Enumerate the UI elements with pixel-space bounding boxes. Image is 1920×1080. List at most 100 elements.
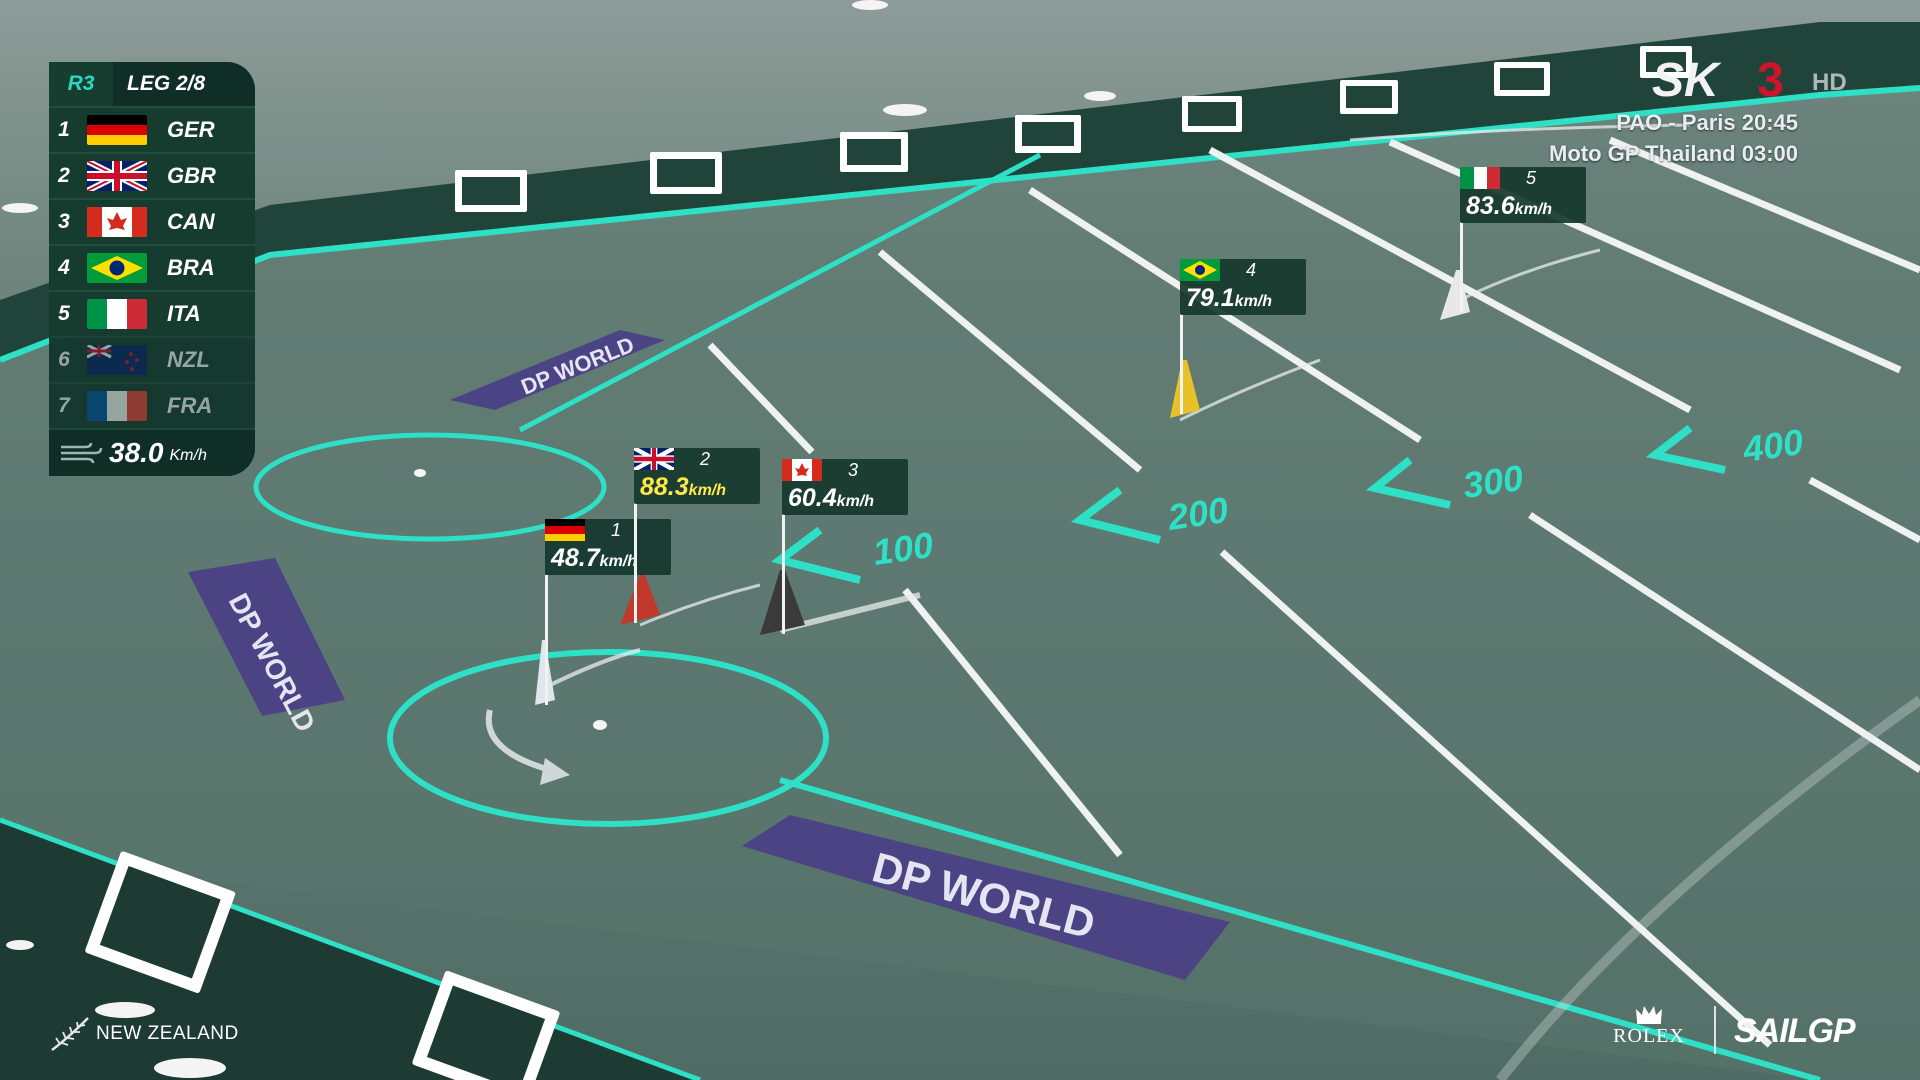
boat-tag-pole	[1180, 314, 1183, 414]
location-badge: NEW ZEALAND	[50, 1016, 239, 1052]
ticker-line: Moto GP Thailand 03:00	[1549, 141, 1798, 166]
silver-fern-icon	[51, 1017, 89, 1051]
leaderboard-row: 7 FRA	[49, 382, 255, 428]
boat-speed-value: 48.7	[551, 544, 600, 572]
boat-speed-value: 83.6	[1466, 192, 1515, 220]
boat-tag-5: 5 83.6km/h	[1460, 167, 1586, 223]
course-boundary-far	[0, 22, 1920, 360]
boat-tag-3: 3 60.4km/h	[782, 459, 908, 515]
channel-logo-sk: SK	[1652, 54, 1722, 104]
course-boundary-line-near	[0, 817, 701, 1080]
rounding-arrow-icon	[485, 709, 551, 773]
row-position: 4	[58, 256, 70, 279]
boat-speed: 88.3km/h	[640, 473, 726, 502]
boat-speed-unit: km/h	[599, 553, 638, 570]
wind-icon	[61, 442, 103, 464]
row-position: 6	[58, 348, 70, 371]
boat-speed-unit: km/h	[1234, 293, 1273, 310]
distance-label-400: 400	[1739, 421, 1805, 470]
boat-position: 1	[611, 520, 622, 540]
uk-flag-icon	[634, 448, 674, 470]
row-team-code: CAN	[167, 209, 215, 234]
crown-icon	[1636, 1006, 1662, 1024]
leaderboard-header: R3 LEG 2/8	[49, 62, 255, 106]
row-team-code: ITA	[167, 301, 201, 326]
row-position: 3	[58, 210, 70, 233]
new-zealand-flag-icon	[87, 345, 147, 375]
wind-speed-unit: Km/h	[169, 447, 207, 464]
boat-speed-unit: km/h	[688, 482, 727, 499]
leaderboard-row: 5 ITA	[49, 290, 255, 336]
boat-tag-pole	[634, 503, 637, 623]
boat-tag-pole	[545, 575, 548, 705]
row-team-code: FRA	[167, 393, 213, 418]
race-number: R3	[49, 62, 113, 106]
wind-speed-value: 38.0	[109, 437, 164, 468]
row-position: 5	[58, 302, 70, 325]
mark-circle-bottom	[387, 649, 829, 827]
course-boundary-line-right	[779, 777, 1821, 1080]
course-area	[0, 90, 1920, 1080]
boat-position: 2	[700, 449, 711, 469]
boat-tag-1: 1 48.7km/h	[545, 519, 671, 575]
leaderboard-row: 1 GER	[49, 106, 255, 152]
germany-flag-icon	[87, 115, 147, 145]
boat-speed-value: 88.3	[640, 473, 689, 501]
rolex-wordmark: ROLEX	[1613, 1025, 1685, 1047]
rolex-logo: ROLEX	[1604, 1003, 1694, 1059]
canada-flag-icon	[87, 207, 147, 237]
boat-speed: 60.4km/h	[788, 484, 874, 513]
france-flag-icon	[87, 391, 147, 421]
distance-label-100: 100	[870, 524, 935, 573]
channel-logo: SK 3 HD	[1652, 54, 1847, 104]
row-position: 1	[58, 118, 70, 141]
boat-position: 4	[1246, 260, 1257, 280]
lane-lines	[707, 136, 1920, 1048]
leaderboard: R3 LEG 2/8 1 GER 2 GBR 3 CAN 4	[49, 62, 255, 476]
spectator-boats	[2, 0, 1116, 1078]
brazil-flag-icon	[1180, 259, 1220, 281]
boat-speed: 79.1km/h	[1186, 284, 1272, 313]
row-team-code: GER	[167, 117, 215, 142]
brand-divider	[1714, 1006, 1716, 1054]
boat-speed-unit: km/h	[1514, 201, 1553, 218]
sailgp-logo: SAILGP	[1734, 1012, 1856, 1050]
leaderboard-row: 2 GBR	[49, 152, 255, 198]
canada-flag-icon	[782, 459, 822, 481]
row-team-code: BRA	[167, 255, 215, 280]
boat-position: 5	[1526, 168, 1537, 188]
boat-speed-unit: km/h	[836, 493, 875, 510]
distance-label-300: 300	[1460, 457, 1525, 506]
leaderboard-row: 4 BRA	[49, 244, 255, 290]
boat-speed: 48.7km/h	[551, 544, 637, 573]
row-team-code: NZL	[167, 347, 210, 372]
boat-tag-pole	[782, 514, 785, 634]
ticker-line: PAO - Paris 20:45	[1616, 110, 1798, 135]
germany-flag-icon	[545, 519, 585, 541]
boat-tag-2: 2 88.3km/h	[634, 448, 760, 504]
row-team-code: GBR	[167, 163, 216, 188]
boat-speed: 83.6km/h	[1466, 192, 1552, 221]
channel-logo-3: 3	[1757, 54, 1784, 104]
location-name: NEW ZEALAND	[96, 1023, 239, 1044]
boat-speed-value: 60.4	[788, 484, 837, 512]
brazil-flag-icon	[87, 253, 147, 283]
start-line	[518, 152, 1042, 433]
leaderboard-row: 6 NZL	[49, 336, 255, 382]
italy-flag-icon	[87, 299, 147, 329]
distance-labels: 100 200 300 400	[870, 421, 1805, 573]
boat-tag-pole	[1460, 222, 1463, 312]
italy-flag-icon	[1460, 167, 1500, 189]
row-position: 2	[58, 164, 70, 187]
boat-position: 3	[848, 460, 859, 480]
row-position: 7	[58, 394, 70, 417]
wind-speed-row: 38.0 Km/h	[49, 428, 255, 476]
boundary-sponsor-boards	[85, 46, 1692, 1080]
boat-tag-4: 4 79.1km/h	[1180, 259, 1306, 315]
leaderboard-row: 3 CAN	[49, 198, 255, 244]
leg-indicator: LEG 2/8	[127, 72, 206, 95]
distance-label-200: 200	[1164, 489, 1230, 538]
distance-chevrons	[770, 424, 1726, 584]
